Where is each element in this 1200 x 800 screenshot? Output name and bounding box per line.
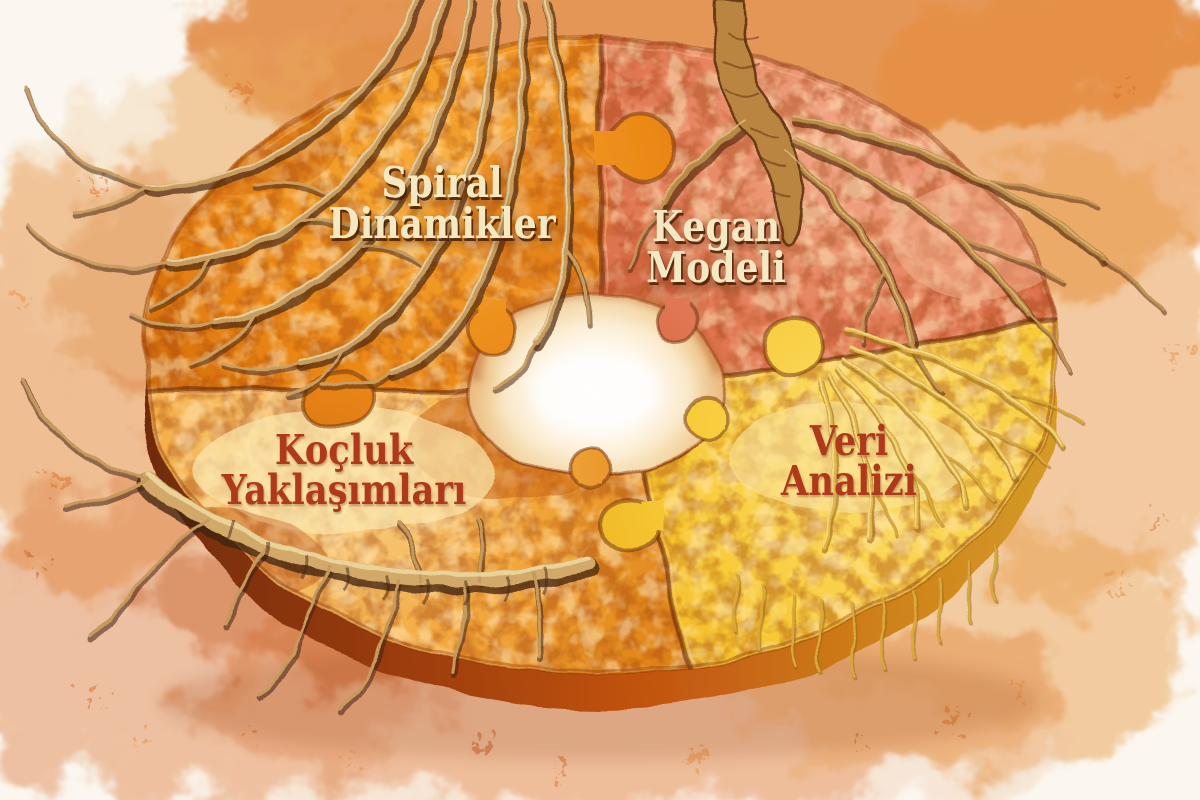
taproot-top-right: [630, 0, 1163, 393]
center-glow-core: [527, 348, 663, 436]
puzzle-tab: [607, 113, 677, 183]
disc-rim: [142, 37, 1058, 673]
hole-edge-tabs: [466, 298, 727, 492]
puzzle-tab: [302, 371, 374, 429]
braid-marks: [223, 521, 549, 606]
taproot-trunk: [712, 0, 803, 246]
braided-root-bottom-left: [22, 376, 588, 713]
